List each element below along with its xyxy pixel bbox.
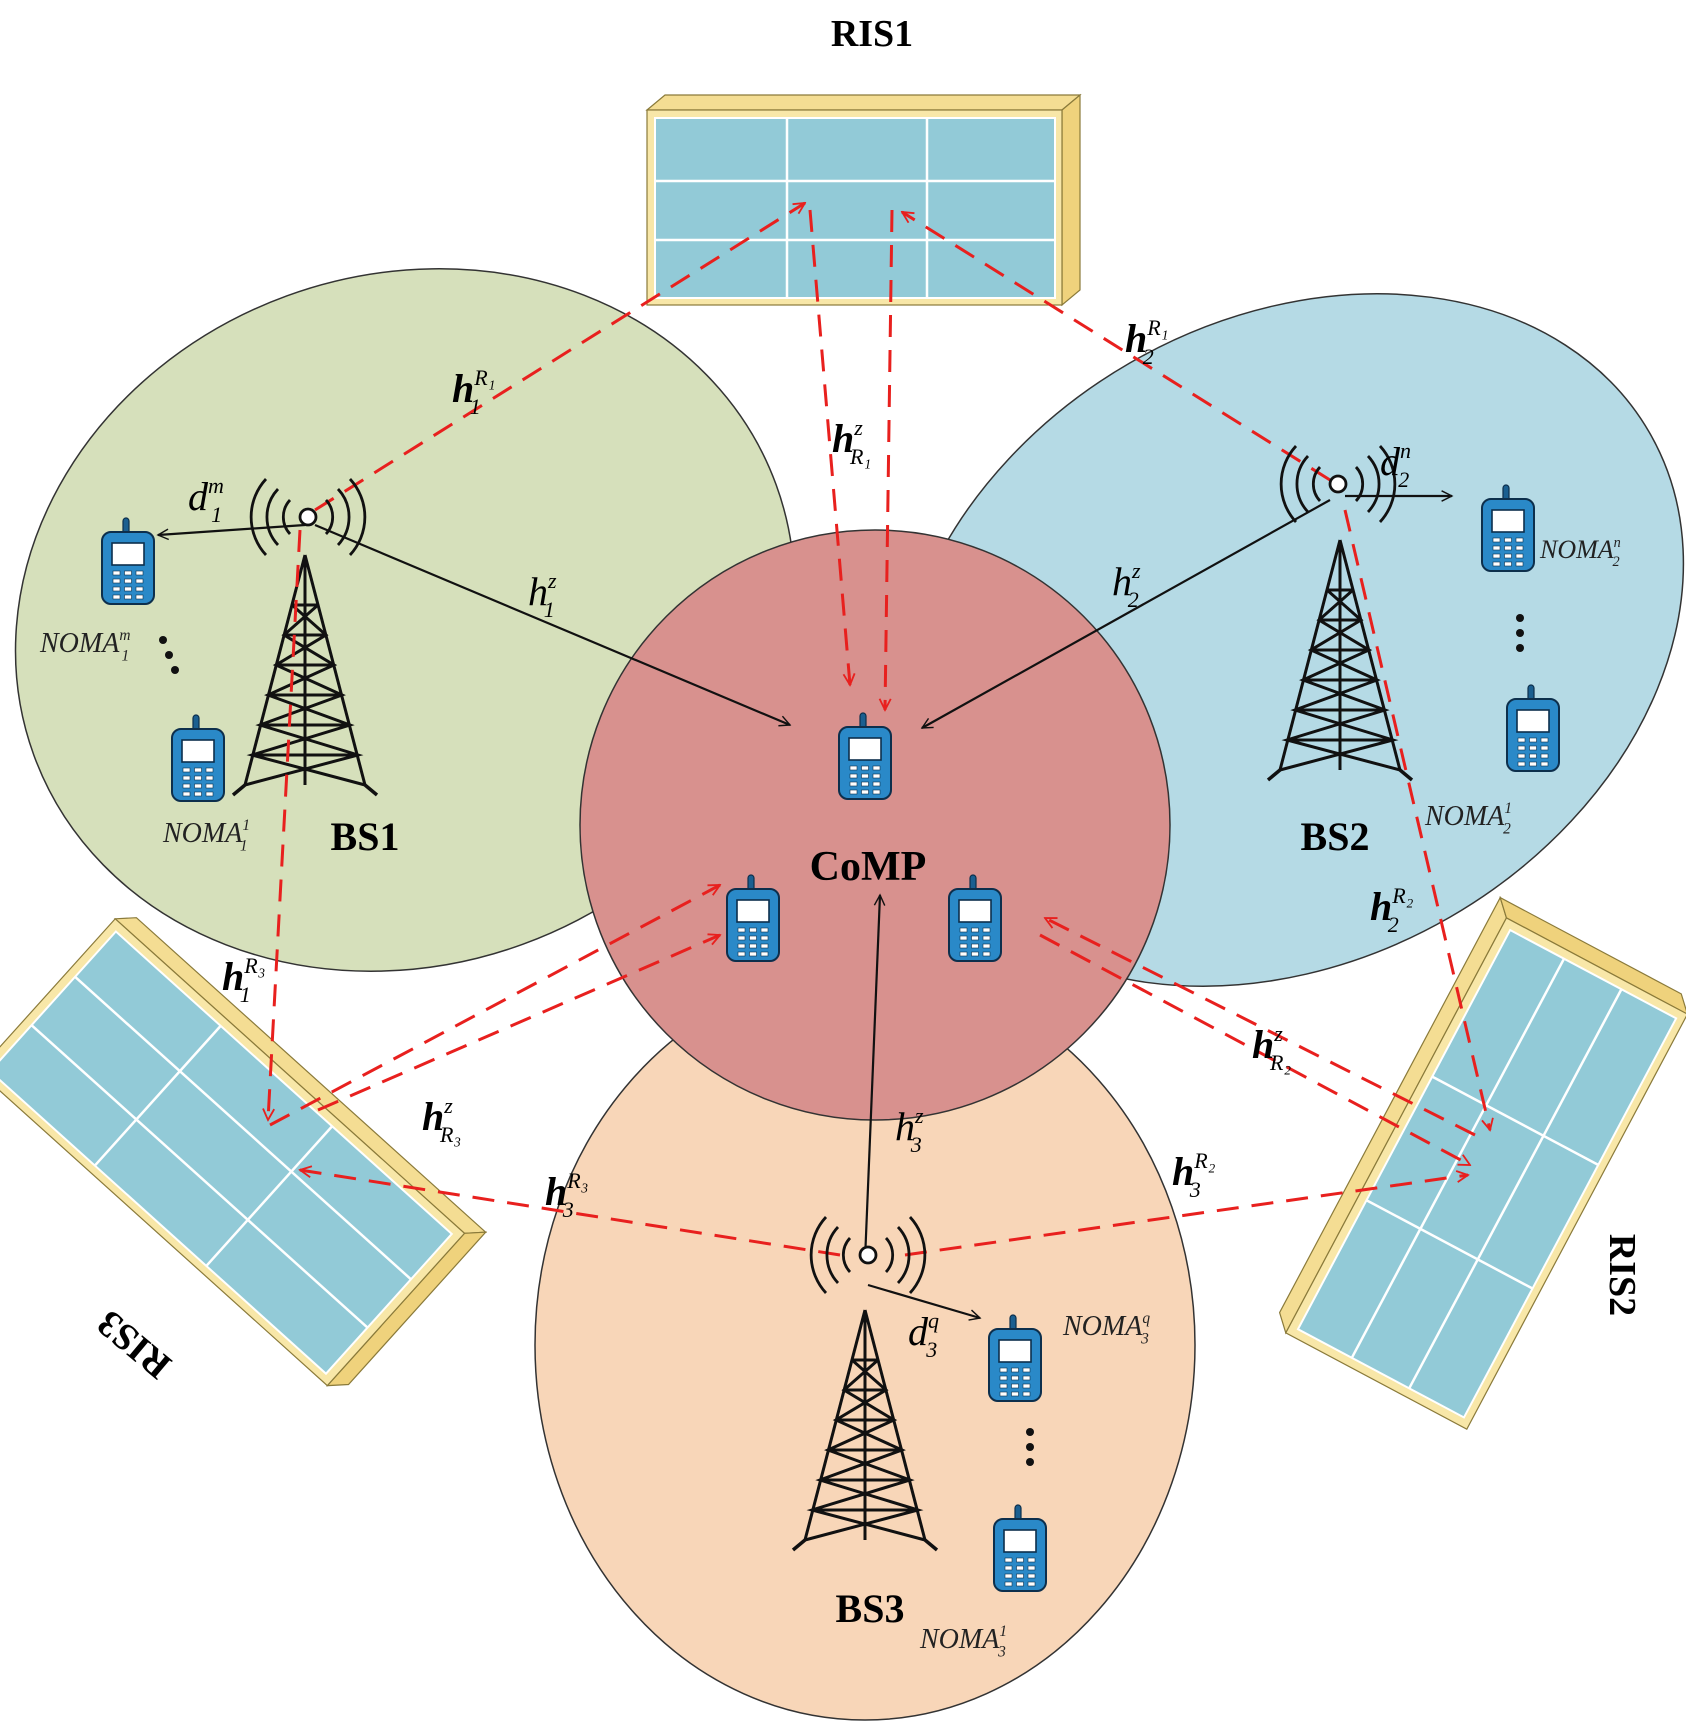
bs3-label: BS3 xyxy=(836,1586,905,1631)
ris3-panel xyxy=(0,917,488,1387)
ris3-label: RIS3 xyxy=(89,1302,179,1387)
link-bs1-noma1m xyxy=(158,523,306,535)
link-bs2-ris1 xyxy=(902,210,1331,482)
link-ris2-comp-a xyxy=(1045,916,1476,1137)
link-ris3-comp-b xyxy=(317,935,720,1112)
link-bs2-ris2 xyxy=(1343,509,1490,1130)
noma1-ellipsis xyxy=(159,636,179,674)
link-bs3-ris3 xyxy=(300,1170,841,1257)
noma3-ellipsis xyxy=(1026,1428,1034,1466)
comp-label: CoMP xyxy=(810,844,927,890)
link-bs1-comp xyxy=(314,523,790,725)
ris1-panel xyxy=(645,93,1082,307)
bs1-label: BS1 xyxy=(331,814,400,859)
link-bs1-ris1 xyxy=(314,201,805,512)
link-bs3-noma3q xyxy=(867,1283,980,1318)
ris2-panel xyxy=(1278,896,1686,1430)
bs2-label: BS2 xyxy=(1301,814,1370,859)
link-bs2-comp xyxy=(922,499,1331,729)
ris1-label: RIS1 xyxy=(831,13,913,55)
link-ris1-comp-b xyxy=(885,209,894,710)
noma2-ellipsis xyxy=(1516,614,1524,652)
link-bs3-ris2 xyxy=(904,1175,1468,1257)
link-bs1-ris3 xyxy=(268,529,302,1120)
link-bs3-comp xyxy=(863,895,880,1261)
ris2-label: RIS2 xyxy=(1601,1234,1643,1316)
link-ris3-comp-a xyxy=(269,883,720,1127)
link-ris2-comp-b xyxy=(1039,933,1470,1167)
comp-area xyxy=(579,529,1171,1121)
link-ris1-comp-a xyxy=(808,209,850,685)
